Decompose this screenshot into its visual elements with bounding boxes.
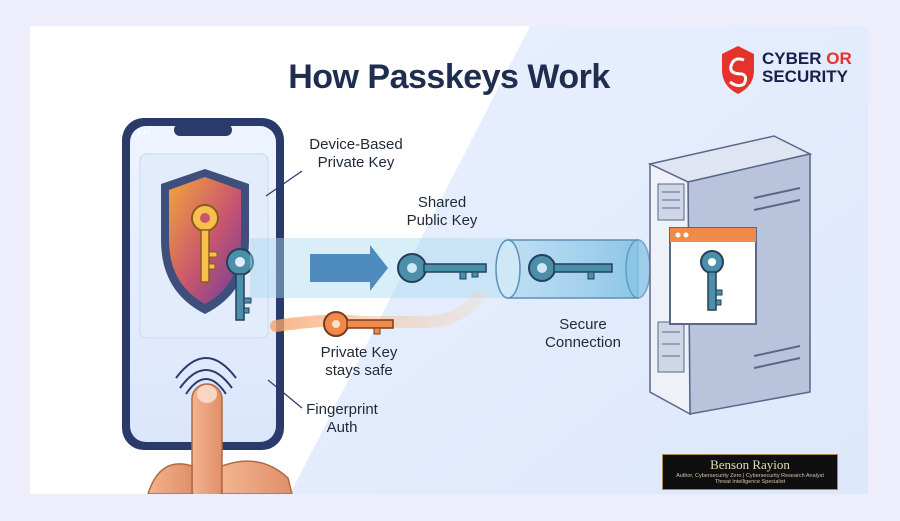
private-key-path [270, 290, 486, 337]
label-device-key-line1: Device-Based [309, 136, 403, 153]
public-key-icon [226, 248, 254, 321]
signature-line2: Threat Intelligence Specialist [714, 479, 786, 485]
label-secure-line2: Connection [545, 334, 621, 351]
brand-logo-icon [722, 46, 754, 94]
label-device-key: Device-Based Private Key [308, 136, 404, 172]
label-device-key-line2: Private Key [317, 154, 395, 171]
private-key-icon [346, 319, 394, 329]
phone-time: 9:41 [137, 130, 151, 137]
brand-cyber: CYBER [762, 49, 822, 68]
shared-public-key-icon [397, 253, 487, 283]
server-icon [647, 135, 813, 416]
brand-logo: CYBER OR SECURITY [762, 50, 852, 86]
label-shared-key: Shared Public Key [402, 194, 482, 230]
diagram-graphics [122, 26, 868, 494]
label-finger-line1: Fingerprint [306, 401, 378, 418]
label-secure-line1: Secure [559, 316, 607, 333]
signature-badge: Benson Rayion Author, Cybersecurity Zero… [662, 454, 838, 490]
signature-name: Benson Rayion [710, 457, 790, 472]
label-finger-line2: Auth [326, 419, 358, 436]
label-secure-connection: Secure Connection [540, 316, 626, 352]
label-fingerprint: Fingerprint Auth [300, 401, 384, 437]
brand-or: OR [826, 49, 852, 68]
phone-notch [174, 124, 232, 136]
page-title: How Passkeys Work [288, 58, 610, 96]
label-private-key: Private Key stays safe [314, 344, 404, 380]
diagram-frame: How Passkeys Work CYBER OR SECURITY 9:41… [30, 26, 868, 494]
label-private-line1: Private Key [320, 344, 398, 361]
finger-icon [147, 383, 293, 494]
brand-security: SECURITY [762, 67, 848, 86]
arrow-right-icon [310, 245, 388, 291]
leader-lines [265, 170, 303, 409]
label-shared-key-line2: Public Key [406, 212, 478, 229]
label-private-line2: stays safe [325, 362, 393, 379]
key-exchange-beam [250, 238, 510, 298]
signature-line1: Author, Cybersecurity Zero | Cybersecuri… [676, 473, 824, 479]
label-shared-key-line1: Shared [417, 194, 467, 211]
shield-icon [161, 169, 249, 314]
